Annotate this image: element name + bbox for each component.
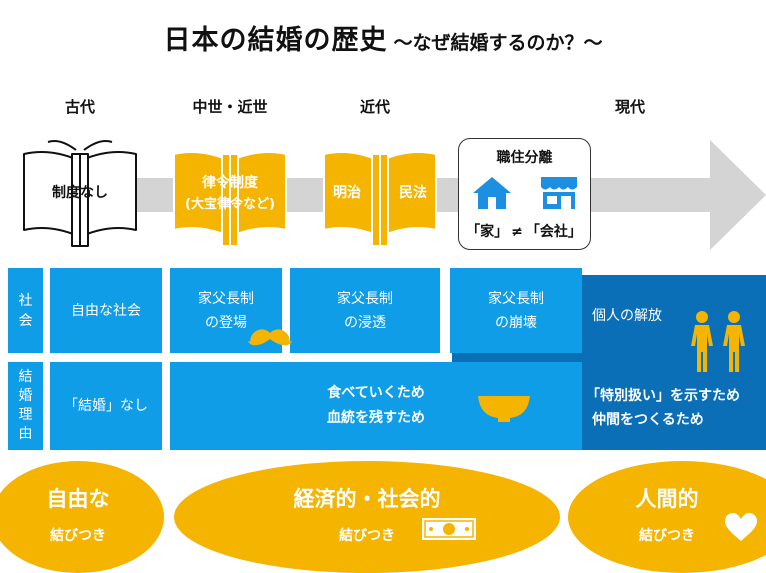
bond-human-title: 人間的 <box>635 487 699 511</box>
reason-contemporary-line: 「特別扱い」を示すため <box>586 388 740 404</box>
book-label-medieval-line2: (大宝律令など) <box>185 197 275 212</box>
reason-contemporary-line: 仲間をつくるため <box>592 412 704 428</box>
people-icon <box>691 311 745 372</box>
book-icon-modern <box>323 140 437 247</box>
bond-human-sub: 結びつき <box>639 528 695 544</box>
era-contemporary: 現代 <box>614 98 645 116</box>
row-label-reason-char: 由 <box>18 426 33 442</box>
bond-economic: 経済的・社会的 結びつき <box>174 461 560 573</box>
society-contemporary: 個人の解放 <box>592 308 662 324</box>
society-modern-line: 家父長制 <box>337 290 393 307</box>
reason-middle-line: 血統を残すため <box>327 410 425 426</box>
book-label-ancient: 制度なし <box>52 185 108 201</box>
reason-middle-line: 食べていくため <box>327 385 425 401</box>
row-label-society-char: 社 <box>18 292 33 309</box>
row-label-reason-char: 婚 <box>18 388 33 404</box>
separation-equation: 「家」≠「会社」 <box>459 221 589 241</box>
reason-ancient: 「結婚」なし <box>50 362 162 450</box>
row-label-reason: 結 婚 理 由 <box>8 362 43 450</box>
bond-economic-sub: 結びつき <box>339 528 395 544</box>
separation-box: 職住分離 「家」≠「会社」 <box>458 138 591 250</box>
row-label-society: 社 会 <box>8 268 43 353</box>
heart-icon <box>725 513 757 541</box>
bond-free-title: 自由な <box>46 487 110 511</box>
society-modern-line: の浸透 <box>344 314 386 331</box>
era-ancient: 古代 <box>64 98 95 116</box>
society-separation-line: 家父長制 <box>488 290 544 307</box>
bond-economic-title: 経済的・社会的 <box>293 487 441 511</box>
equation-company: 「会社」 <box>525 224 582 240</box>
book-icon-ancient <box>23 140 137 247</box>
bond-free: 自由な 結びつき <box>0 461 164 573</box>
timeline-arrow <box>130 140 766 250</box>
book-label-medieval: 律令制度 (大宝律令など) <box>170 172 290 216</box>
equation-not-equal: ≠ <box>511 224 523 240</box>
title-main: 日本の結婚の歴史 <box>163 25 388 56</box>
society-medieval-line: の登場 <box>205 314 247 331</box>
title-sub: 〜なぜ結婚するのか？〜 <box>393 32 603 54</box>
mustache-icon <box>248 329 292 346</box>
rice-bowl-icon <box>478 396 530 422</box>
society-separation-line: の崩壊 <box>495 314 537 331</box>
era-medieval: 中世・近世 <box>192 98 268 116</box>
society-ancient: 自由な社会 <box>50 268 162 353</box>
equation-home: 「家」 <box>466 224 509 240</box>
store-icon <box>541 177 577 209</box>
separation-title: 職住分離 <box>496 150 553 166</box>
money-icon <box>420 516 478 542</box>
book-label-modern-left: 明治 <box>333 185 361 201</box>
page-title: 日本の結婚の歴史〜なぜ結婚するのか？〜 <box>0 18 766 57</box>
row-label-society-char: 会 <box>18 312 33 329</box>
society-medieval-line: 家父長制 <box>198 290 254 307</box>
reason-contemporary: 「特別扱い」を示すため 仲間をつくるため <box>586 384 766 432</box>
row-label-reason-char: 理 <box>18 407 33 423</box>
house-icon <box>473 177 511 209</box>
book-label-medieval-line1: 律令制度 <box>202 175 258 191</box>
book-icon-medieval <box>173 140 287 247</box>
bond-free-sub: 結びつき <box>50 528 106 544</box>
society-separation: 家父長制 の崩壊 <box>450 268 582 353</box>
row-label-reason-char: 結 <box>18 369 33 385</box>
book-label-modern-right: 民法 <box>399 185 427 201</box>
society-modern: 家父長制 の浸透 <box>290 268 440 353</box>
era-modern: 近代 <box>359 98 390 116</box>
